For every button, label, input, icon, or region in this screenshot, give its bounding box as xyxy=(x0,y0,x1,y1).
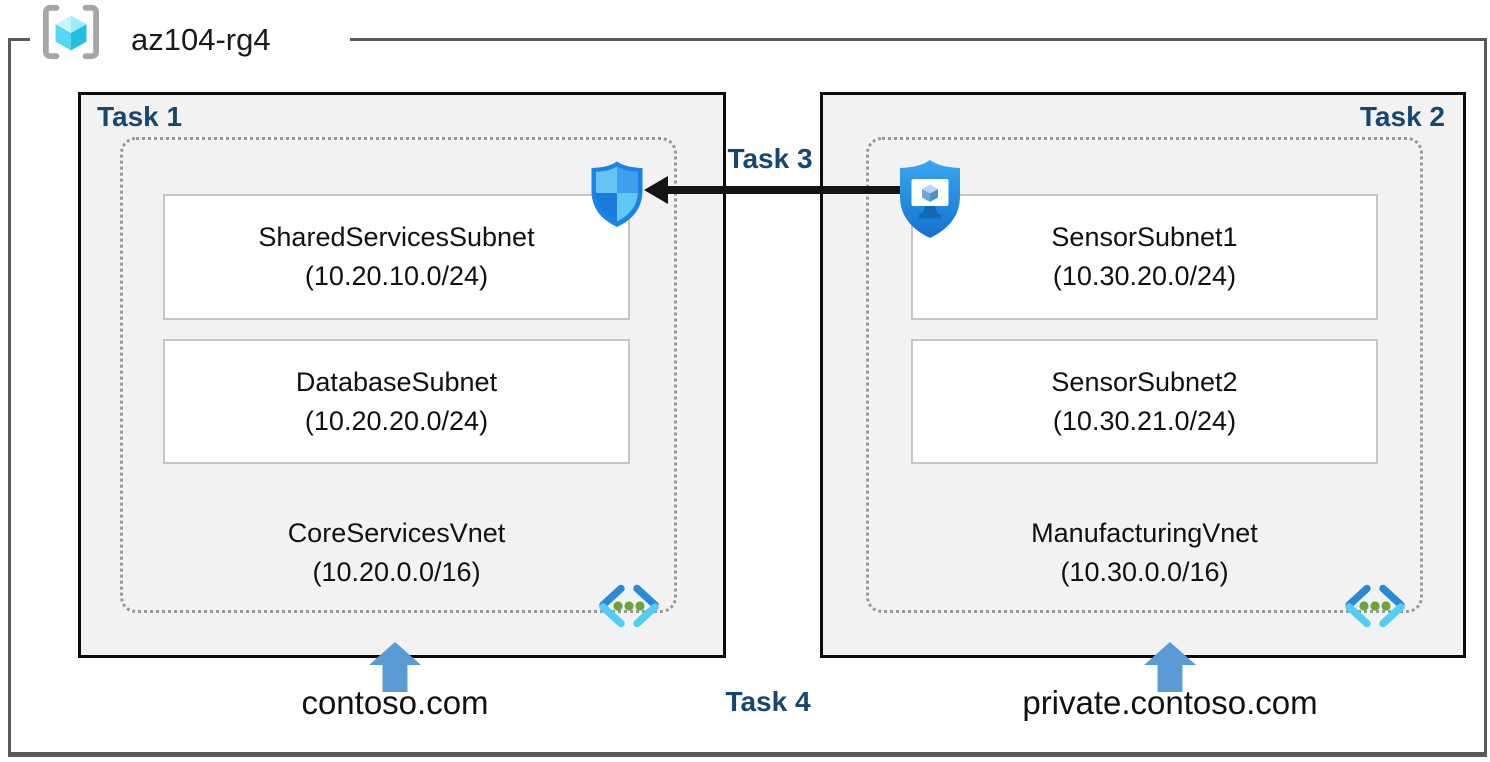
virtual-network-icon xyxy=(599,584,659,628)
virtual-network-icon xyxy=(1345,584,1405,628)
vnet-cidr: (10.30.0.0/16) xyxy=(1060,557,1229,587)
frame-top-gap xyxy=(30,33,350,46)
network-security-group-shield-icon xyxy=(591,161,643,227)
vnet-boundary-coreservices xyxy=(120,137,677,613)
subnet-cidr: (10.20.20.0/24) xyxy=(304,405,489,436)
task2-label: Task 2 xyxy=(1359,101,1445,132)
application-security-group-icon xyxy=(900,160,960,238)
vnet-cidr: (10.20.0.0/16) xyxy=(312,557,481,587)
task4-label: Task 4 xyxy=(725,686,811,717)
resource-group-frame xyxy=(8,38,1487,757)
resource-group-icon xyxy=(42,4,100,60)
subnet-cidr: (10.20.10.0/24) xyxy=(304,261,489,291)
vnet-name: CoreServicesVnet xyxy=(287,518,506,548)
subnet-name: SensorSubnet2 xyxy=(1051,366,1238,397)
vnet-name: ManufacturingVnet xyxy=(1031,518,1258,548)
peering-arrow-head xyxy=(644,176,668,204)
subnet-name: DatabaseSubnet xyxy=(295,366,498,397)
task1-label: Task 1 xyxy=(97,101,183,132)
resource-group-name: az104-rg4 xyxy=(131,22,271,57)
peering-arrow-line xyxy=(666,186,900,194)
subnet-name: SensorSubnet1 xyxy=(1051,222,1238,252)
subnet-name: SharedServicesSubnet xyxy=(258,222,535,252)
vnet-boundary-manufacturing xyxy=(866,137,1423,613)
subnet-cidr: (10.30.21.0/24) xyxy=(1052,405,1237,436)
subnet-card-sensor1: SensorSubnet1 (10.30.20.0/24) xyxy=(911,194,1378,320)
subnet-card-sharedservices: SharedServicesSubnet (10.20.10.0/24) xyxy=(163,194,630,320)
vnet-name-coreservices: CoreServicesVnet (10.20.0.0/16) xyxy=(163,514,630,592)
task3-label: Task 3 xyxy=(727,143,813,174)
subnet-card-database: DatabaseSubnet (10.20.20.0/24) xyxy=(163,339,630,464)
subnet-card-sensor2: SensorSubnet2 (10.30.21.0/24) xyxy=(911,339,1378,464)
subnet-cidr: (10.30.20.0/24) xyxy=(1052,261,1237,291)
vnet-name-manufacturing: ManufacturingVnet (10.30.0.0/16) xyxy=(911,514,1378,592)
